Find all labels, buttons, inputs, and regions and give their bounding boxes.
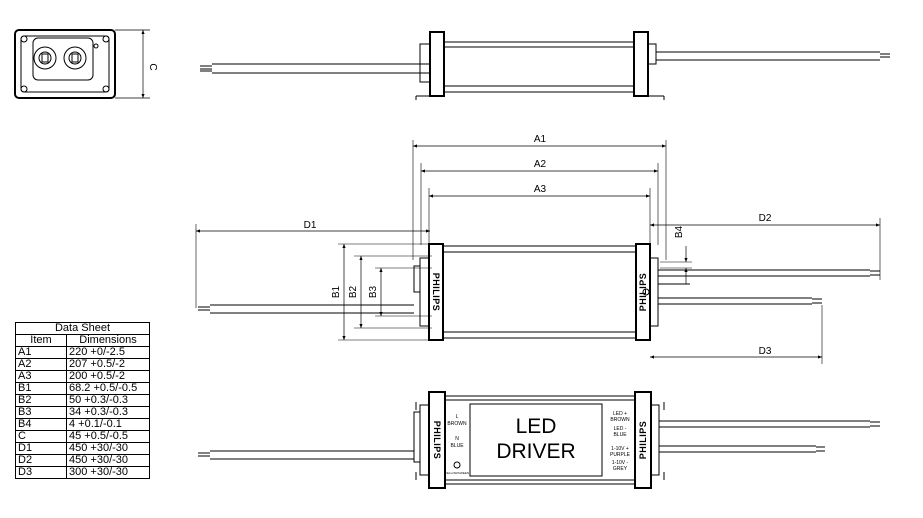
brand-left-top: PHILIPS [431, 273, 441, 312]
terminal-dim-minus: 1-10V - [612, 460, 629, 466]
row-value: 34 +0.3/-0.3 [66, 406, 150, 419]
dim-label-d3: D3 [759, 346, 772, 357]
row-value: 207 +0.5/-2 [66, 358, 150, 371]
ground-icon [453, 461, 461, 469]
row-value: 450 +30/-30 [66, 442, 150, 455]
dim-label-a3: A3 [534, 184, 547, 195]
row-value: 450 +30/-30 [66, 454, 150, 467]
product-name-line2: DRIVER [496, 440, 575, 463]
terminal-l-color: BROWN [447, 421, 467, 427]
dim-label-b4: B4 [674, 225, 685, 238]
side-view [200, 31, 890, 100]
row-item: A3 [15, 370, 67, 383]
dim-label-d2: D2 [759, 213, 772, 224]
terminal-dim-plus: 1-10V + [611, 446, 629, 452]
terminal-n: N [455, 436, 459, 442]
dim-label-b3: B3 [368, 285, 379, 298]
connector-right-icon [63, 46, 87, 70]
terminal-dim-minus-color: GREY [613, 466, 628, 472]
dim-label-d1: D1 [304, 220, 317, 231]
terminal-ground: YELLOW/GREEN [445, 471, 469, 475]
product-label-panel [469, 403, 603, 477]
dim-label-b1: B1 [331, 285, 342, 298]
row-value: 45 +0.5/-0.5 [66, 430, 150, 443]
terminal-led-plus: LED + [613, 411, 627, 417]
row-value: 200 +0.5/-2 [66, 370, 150, 383]
row-item: B1 [15, 382, 67, 395]
datasheet-title: Data Sheet [15, 322, 150, 335]
row-value: 220 +0/-2.5 [66, 346, 150, 359]
row-item: C [15, 430, 67, 443]
row-item: B4 [15, 418, 67, 431]
terminal-led-minus: LED - [614, 426, 627, 432]
brand-left-bottom: PHILIPS [432, 421, 442, 460]
top-view [195, 140, 881, 364]
row-item: D3 [15, 466, 67, 479]
row-value: 300 +30/-30 [66, 466, 150, 479]
row-item: D1 [15, 442, 67, 455]
terminal-led-plus-color: BROWN [610, 417, 630, 423]
col-header-item: Item [15, 334, 67, 347]
row-item: D2 [15, 454, 67, 467]
terminal-led-minus-color: BLUE [613, 432, 627, 438]
dim-label-a1: A1 [534, 134, 547, 145]
col-header-dimensions: Dimensions [66, 334, 150, 347]
end-view [14, 29, 150, 99]
bottom-view [198, 391, 880, 489]
terminal-l: L [456, 414, 459, 420]
row-value: 50 +0.3/-0.3 [66, 394, 150, 407]
row-item: A1 [15, 346, 67, 359]
row-value: 68.2 +0.5/-0.5 [66, 382, 150, 395]
connector-left-icon [33, 46, 57, 70]
dim-label-a2: A2 [534, 159, 547, 170]
row-value: 4 +0.1/-0.1 [66, 418, 150, 431]
brand-right-top: PHILIPS [638, 273, 648, 312]
brand-right-bottom: PHILIPS [638, 421, 648, 460]
terminal-dim-plus-color: PURPLE [610, 452, 631, 458]
row-item: B3 [15, 406, 67, 419]
row-item: A2 [15, 358, 67, 371]
product-name-line1: LED [516, 415, 557, 438]
row-item: B2 [15, 394, 67, 407]
dim-label-b2: B2 [348, 285, 359, 298]
dim-label-c: C [147, 63, 158, 70]
terminal-n-color: BLUE [450, 443, 464, 449]
